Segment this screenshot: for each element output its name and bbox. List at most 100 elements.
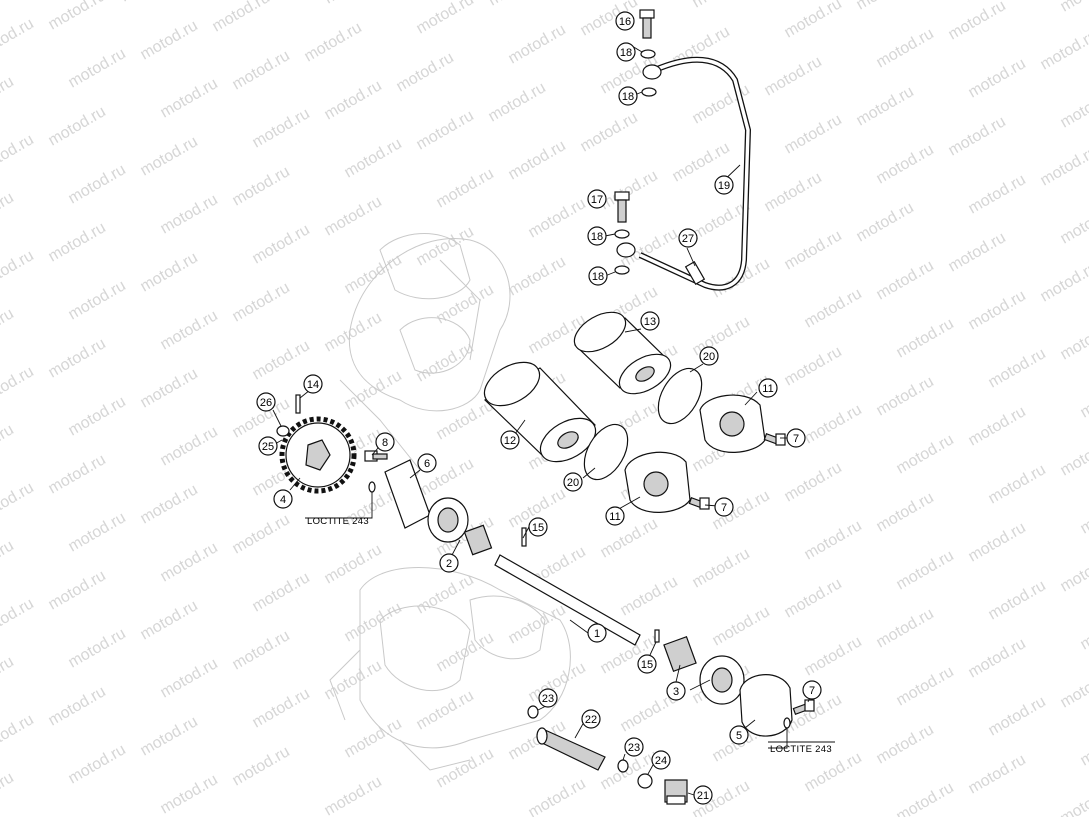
watermark-text: motod.ru [966, 55, 1029, 101]
watermark-text: motod.ru [0, 189, 17, 235]
callout-circle [637, 654, 657, 674]
callout-c11b: 11 [605, 506, 625, 526]
callout-c15b: 15 [637, 654, 657, 674]
watermark-text: motod.ru [1058, 781, 1089, 817]
watermark-text: motod.ru [46, 683, 109, 729]
watermark-text: motod.ru [782, 227, 845, 273]
watermark-text: motod.ru [690, 313, 753, 359]
callout-circle [729, 725, 749, 745]
watermark-text: motod.ru [506, 253, 569, 299]
watermark-text: motod.ru [322, 773, 385, 817]
watermark-text: motod.ru [0, 131, 37, 177]
callout-number: 23 [542, 693, 554, 705]
callout-number: 8 [382, 437, 388, 449]
callout-circle [538, 688, 558, 708]
watermark-text: motod.ru [230, 511, 293, 557]
watermark-text: motod.ru [1038, 259, 1089, 305]
callout-circle [528, 517, 548, 537]
watermark-text: motod.ru [322, 0, 385, 7]
watermark-text: motod.ru [158, 75, 221, 121]
watermark-text: motod.ru [506, 137, 569, 183]
callout-c15a: 15 [528, 517, 548, 537]
watermark-text: motod.ru [802, 633, 865, 679]
watermark-text: motod.ru [66, 509, 129, 555]
callout-number: 18 [620, 47, 632, 59]
watermark-text: motod.ru [874, 257, 937, 303]
watermark-text: motod.ru [710, 603, 773, 649]
watermark-text: motod.ru [986, 577, 1049, 623]
callout-circle [714, 175, 734, 195]
callout-circle [786, 428, 806, 448]
callout-c23b: 23 [624, 737, 644, 757]
watermark-text: motod.ru [598, 167, 661, 213]
watermark-text: motod.ru [414, 339, 477, 385]
callout-number: 7 [721, 502, 727, 514]
callout-number: 5 [736, 730, 742, 742]
callout-circle [714, 497, 734, 517]
o-ring-20a [657, 367, 703, 425]
filter-cover-11a [699, 394, 766, 453]
watermark-text: motod.ru [414, 0, 477, 37]
watermark-text: motod.ru [0, 595, 37, 641]
callout-circle [699, 346, 719, 366]
watermark-text: motod.ru [230, 743, 293, 789]
callout-number: 11 [762, 383, 773, 395]
pump-cover-5 [739, 674, 793, 737]
callout-number: 7 [793, 433, 799, 445]
pin-14 [295, 394, 301, 414]
watermark-text: motod.ru [894, 431, 957, 477]
washer-18b [641, 87, 657, 97]
watermark-text: motod.ru [874, 489, 937, 535]
callout-number: 26 [260, 397, 272, 409]
callout-circle [616, 42, 636, 62]
callout-number: 20 [567, 477, 579, 489]
banjo-bolt-17 [614, 191, 630, 223]
callout-circle [500, 430, 520, 450]
watermark-text: motod.ru [1058, 665, 1089, 711]
callout-number: 11 [609, 511, 620, 523]
watermark-text: motod.ru [138, 249, 201, 295]
screw-7a [763, 433, 786, 446]
watermark-text: motod.ru [158, 307, 221, 353]
watermark-text: motod.ru [66, 625, 129, 671]
callout-circle [640, 311, 660, 331]
callout-c20b: 20 [563, 472, 583, 492]
watermark-text: motod.ru [230, 47, 293, 93]
banjo-fitting-top [642, 64, 662, 80]
callout-circle [693, 785, 713, 805]
watermark-text: motod.ru [966, 171, 1029, 217]
watermark-text: motod.ru [46, 0, 109, 33]
watermark-text: motod.ru [230, 627, 293, 673]
watermark-text: motod.ru [874, 141, 937, 187]
watermark-text: motod.ru [1058, 433, 1089, 479]
watermark-text: motod.ru [66, 393, 129, 439]
watermark-text: motod.ru [966, 519, 1029, 565]
callout-number: 19 [718, 180, 730, 192]
callout-circle [678, 228, 698, 248]
watermark-text: motod.ru [138, 713, 201, 759]
callout-number: 18 [622, 91, 634, 103]
watermark-text: motod.ru [0, 0, 17, 3]
loctite-label-left: LOCTITE 243 [307, 516, 369, 527]
watermark-text: motod.ru [782, 459, 845, 505]
watermark-text: motod.ru [762, 53, 825, 99]
callout-c21: 21 [693, 785, 713, 805]
callout-number: 25 [262, 441, 274, 453]
watermark-text: motod.ru [946, 229, 1009, 275]
pump-rotor-3 [663, 635, 745, 705]
o-ring-23b [617, 759, 629, 773]
callout-number: 18 [591, 231, 603, 243]
watermark-text: motod.ru [802, 285, 865, 331]
watermark-text: motod.ru [250, 105, 313, 151]
callout-c26: 26 [256, 392, 276, 412]
watermark-text: motod.ru [0, 653, 17, 699]
watermark-text: motod.ru [158, 771, 221, 817]
callout-c11a: 11 [758, 378, 778, 398]
watermark-text: motod.ru [986, 345, 1049, 391]
loctite-label-right: LOCTITE 243 [770, 744, 832, 755]
watermark-text: motod.ru [342, 135, 405, 181]
watermark-text: motod.ru [486, 79, 549, 125]
